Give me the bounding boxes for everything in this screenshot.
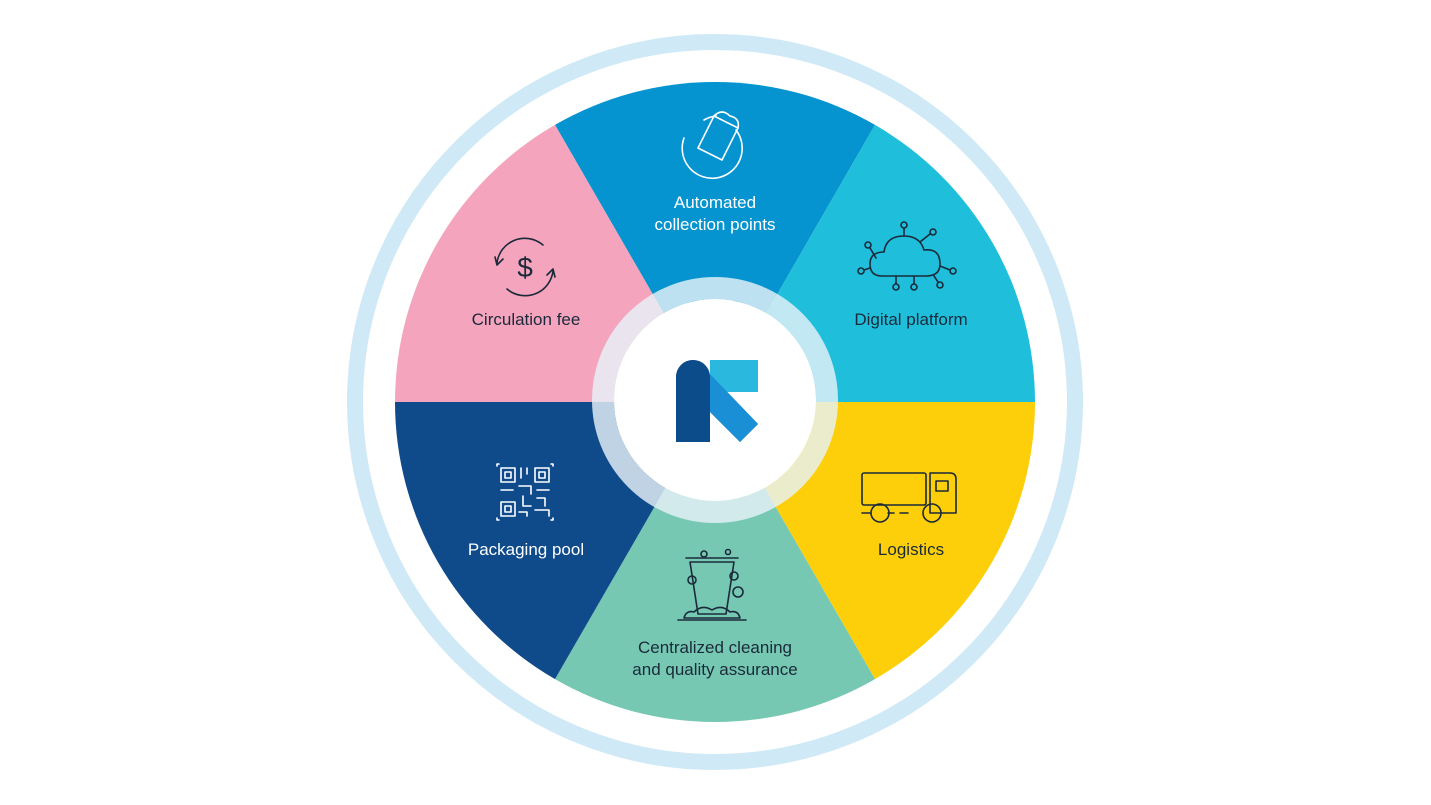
outer-ring	[347, 34, 1083, 770]
brand-logo-icon	[676, 360, 758, 442]
svg-text:$: $	[517, 252, 533, 283]
cup-drop-icon	[681, 111, 743, 180]
segment-label-cleaning: and quality assurance	[632, 660, 797, 679]
segment-label-circulation: Circulation fee	[472, 310, 581, 329]
cleaning-cup-icon	[677, 548, 747, 621]
segment-label-cleaning: Centralized cleaning	[638, 638, 792, 657]
segment-label-logistics: Logistics	[878, 540, 944, 559]
segment-label-automated: Automated	[674, 193, 756, 212]
qr-code-icon	[496, 463, 554, 521]
segment-label-packaging: Packaging pool	[468, 540, 584, 559]
dollar-cycle-icon: $	[494, 237, 556, 297]
segment-automated	[555, 82, 875, 402]
cloud-network-icon	[857, 221, 957, 291]
segment-label-digital: Digital platform	[854, 310, 967, 329]
truck-icon	[861, 472, 957, 523]
hub-ring	[592, 277, 838, 523]
segment-label-automated: collection points	[655, 215, 776, 234]
